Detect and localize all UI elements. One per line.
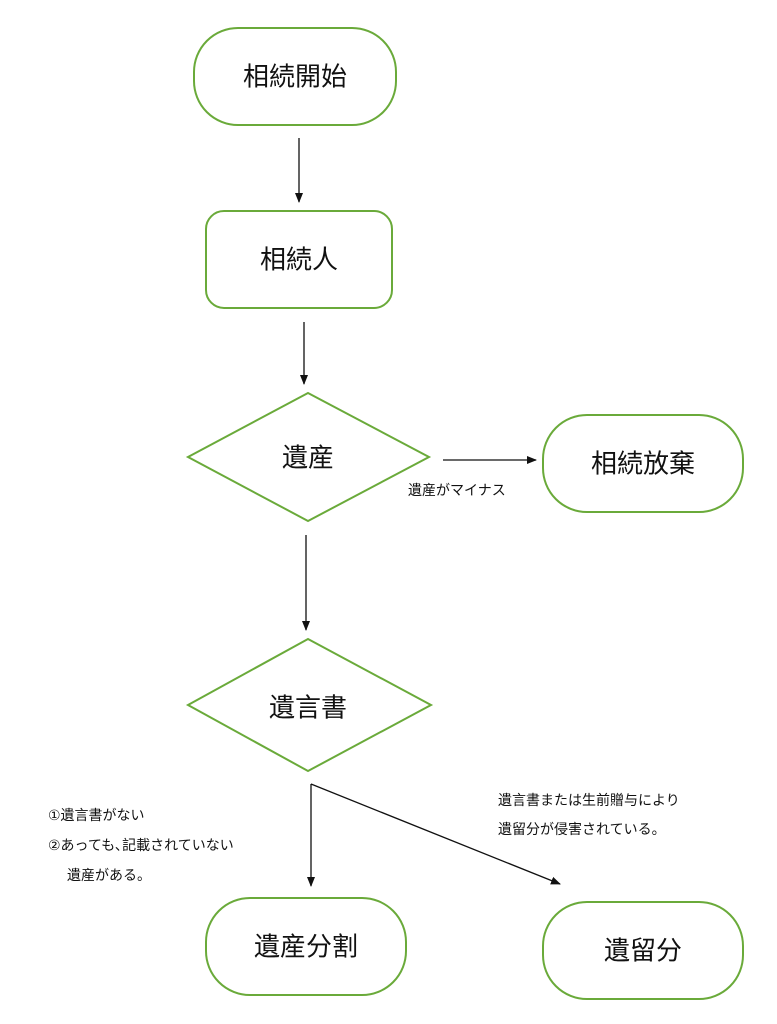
node-renunciation: 相続放棄 bbox=[542, 414, 744, 513]
note-no-will-2: ②あっても､記載されていない bbox=[48, 837, 234, 854]
note-no-will-1: ①遺言書がない bbox=[48, 808, 145, 824]
node-will: 遺言書 bbox=[185, 637, 434, 773]
node-estate-division: 遺産分割 bbox=[205, 897, 407, 996]
node-estate-label: 遺産 bbox=[282, 444, 334, 474]
node-renunciation-label: 相続放棄 bbox=[591, 450, 695, 480]
note-infringed-2: 遺留分が侵害されている。 bbox=[498, 821, 666, 838]
node-estate: 遺産 bbox=[185, 391, 432, 523]
note-no-will-3: 遺産がある。 bbox=[67, 868, 151, 884]
note-estate-negative: 遺産がマイナス bbox=[408, 483, 506, 499]
note-infringed-1: 遺言書または生前贈与により bbox=[498, 792, 680, 809]
node-reserved-share: 遺留分 bbox=[542, 901, 744, 1000]
node-heirs-label: 相続人 bbox=[260, 246, 338, 276]
node-will-label: 遺言書 bbox=[269, 694, 347, 724]
node-heirs: 相続人 bbox=[205, 210, 393, 309]
node-inheritance-start-label: 相続開始 bbox=[243, 63, 347, 93]
node-reserved-share-label: 遺留分 bbox=[604, 937, 682, 967]
node-inheritance-start: 相続開始 bbox=[193, 27, 397, 126]
arrow-will-to-reserved-share bbox=[310, 783, 561, 885]
node-estate-division-label: 遺産分割 bbox=[254, 933, 358, 963]
